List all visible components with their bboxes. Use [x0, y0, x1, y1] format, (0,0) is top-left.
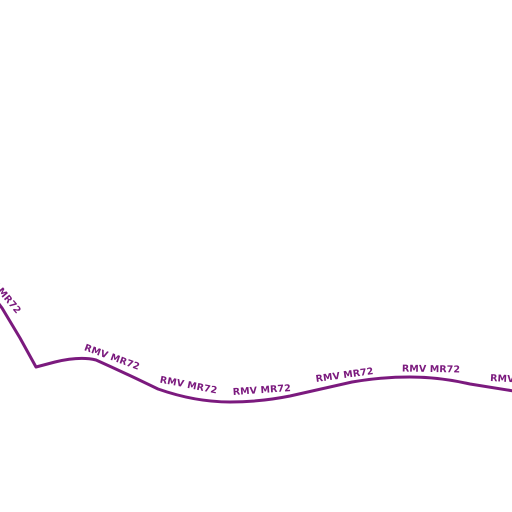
route-label: RMV MR72 — [402, 363, 460, 375]
route-label: RMV MR72 — [232, 383, 291, 398]
route-line-rmv-mr72[interactable] — [0, 300, 512, 404]
route-label: RMV MR72 — [490, 373, 512, 387]
